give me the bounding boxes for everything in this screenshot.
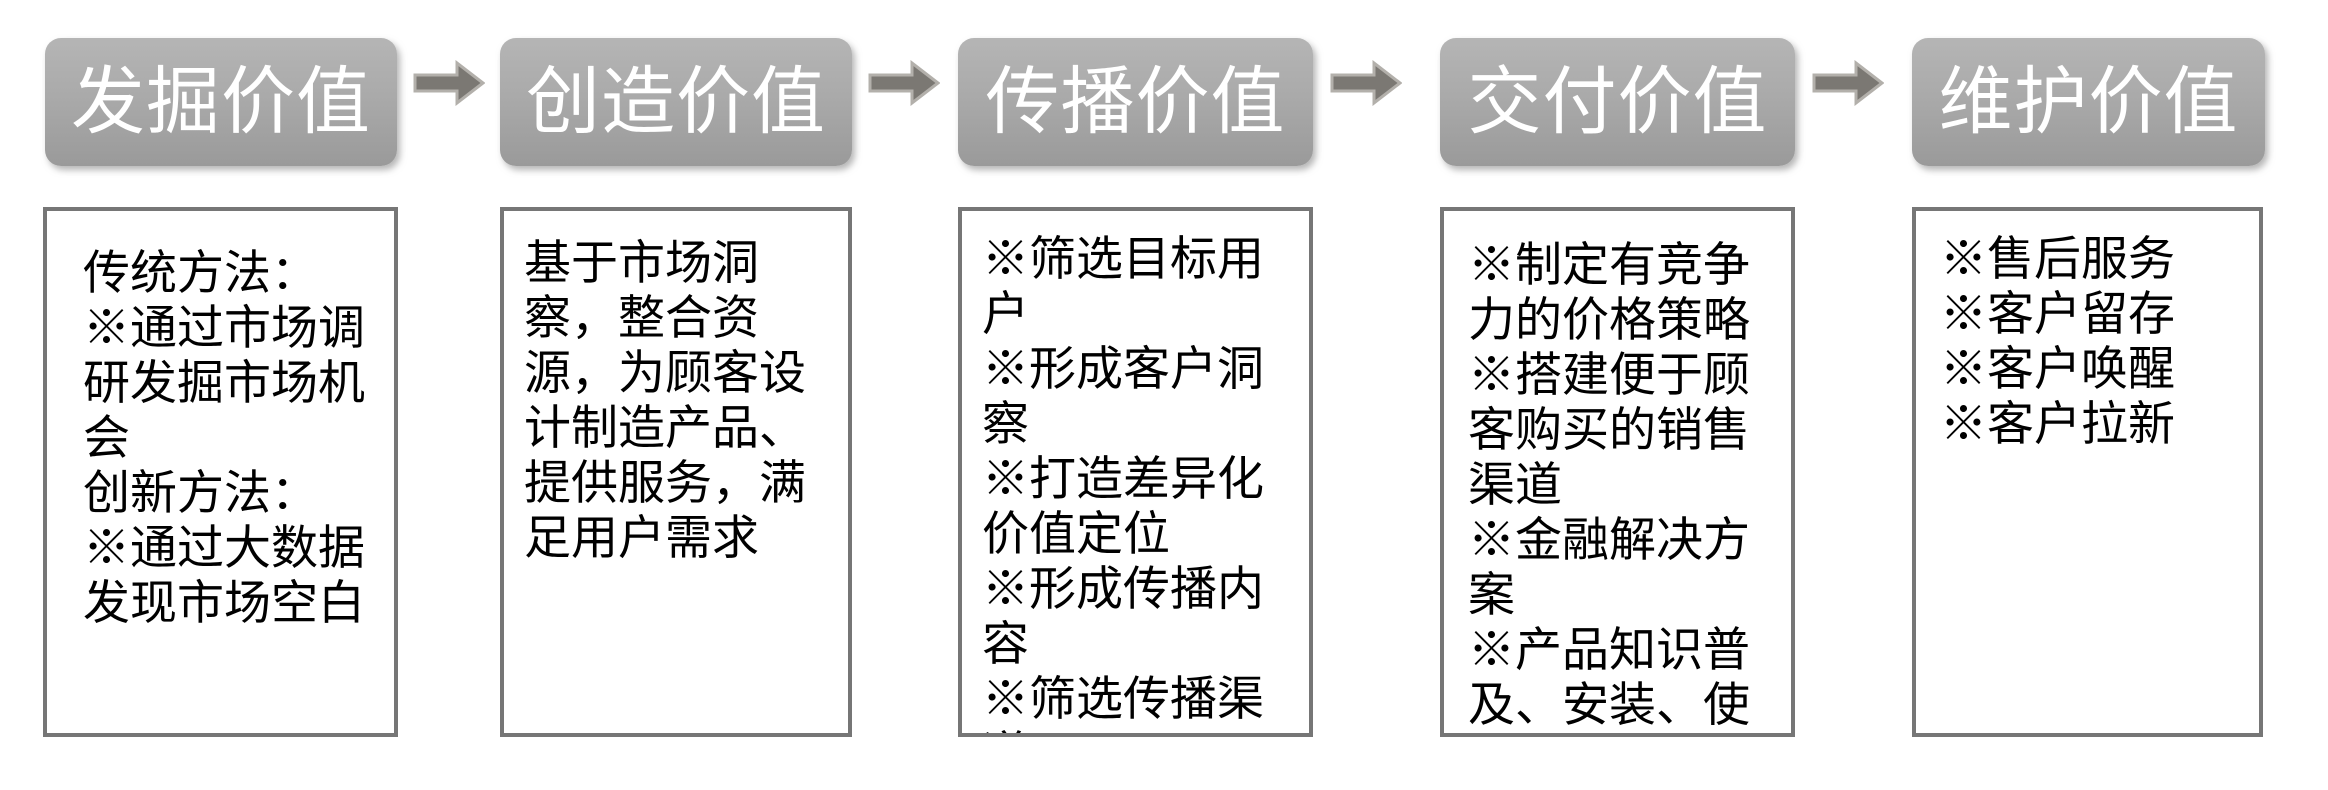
step-header-5[interactable]: 维护价值	[1912, 38, 2265, 166]
step-header-label-3: 传播价值	[985, 60, 1286, 143]
step-header-4[interactable]: 交付价值	[1440, 38, 1795, 166]
step-content-box-4: ※制定有竞争力的价格策略 ※搭建便于顾客购买的销售渠道 ※金融解决方案 ※产品知…	[1440, 207, 1795, 737]
flow-arrow-icon-2	[868, 60, 940, 106]
step-header-label-1: 发掘价值	[71, 60, 371, 143]
step-content-text-5: ※售后服务 ※客户留存 ※客户唤醒 ※客户拉新	[1940, 234, 2175, 451]
step-header-2[interactable]: 创造价值	[500, 38, 852, 166]
flow-arrow-icon-1	[413, 60, 485, 106]
step-content-text-4: ※制定有竞争力的价格策略 ※搭建便于顾客购买的销售渠道 ※金融解决方案 ※产品知…	[1468, 240, 1750, 732]
step-content-text-3: ※筛选目标用户 ※形成客户洞察 ※打造差异化价值定位 ※形成传播内容 ※筛选传播…	[982, 234, 1264, 733]
step-content-text-1: 传统方法： ※通过市场调研发掘市场机会 创新方法： ※通过大数据发现市场空白	[83, 248, 365, 630]
step-content-box-2: 基于市场洞察，整合资源，为顾客设计制造产品、提供服务，满足用户需求	[500, 207, 852, 737]
flow-arrow-icon-4	[1812, 60, 1884, 106]
step-content-box-1: 传统方法： ※通过市场调研发掘市场机会 创新方法： ※通过大数据发现市场空白	[43, 207, 398, 737]
step-content-box-5: ※售后服务 ※客户留存 ※客户唤醒 ※客户拉新	[1912, 207, 2263, 737]
flow-arrow-icon-3	[1330, 60, 1402, 106]
step-content-box-3: ※筛选目标用户 ※形成客户洞察 ※打造差异化价值定位 ※形成传播内容 ※筛选传播…	[958, 207, 1313, 737]
step-header-3[interactable]: 传播价值	[958, 38, 1313, 166]
step-header-label-2: 创造价值	[526, 60, 826, 143]
step-header-1[interactable]: 发掘价值	[45, 38, 397, 166]
step-header-label-4: 交付价值	[1467, 60, 1768, 143]
step-header-label-5: 维护价值	[1938, 60, 2239, 143]
step-content-text-2: 基于市场洞察，整合资源，为顾客设计制造产品、提供服务，满足用户需求	[524, 238, 806, 565]
